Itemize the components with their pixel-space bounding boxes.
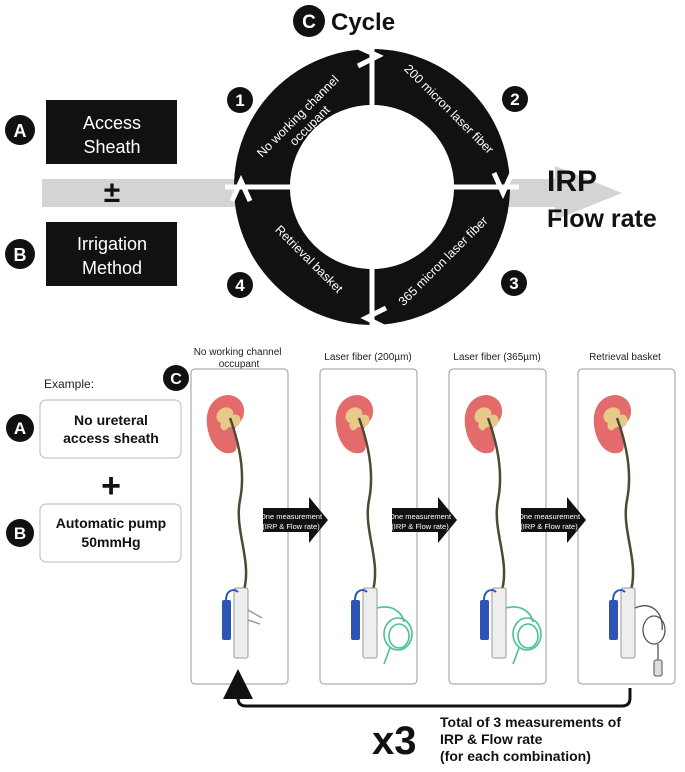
green-laser-fiber-coil	[505, 606, 542, 665]
svg-text:(IRP & Flow rate): (IRP & Flow rate)	[391, 522, 449, 531]
svg-text:C: C	[302, 12, 316, 33]
panel-1-caption: No working channel occupant	[194, 347, 285, 370]
panel-1	[190, 368, 289, 685]
outcome-irp: IRP	[547, 165, 597, 198]
measurement-arrow-2: One measurement (IRP & Flow rate)	[389, 497, 457, 543]
example-a: A No ureteral access sheath	[6, 399, 182, 459]
svg-text:Cycle: Cycle	[331, 9, 395, 36]
ureteroscope-illustration	[351, 587, 378, 659]
panel-4	[577, 368, 676, 685]
ureteroscope-illustration	[609, 587, 636, 659]
svg-text:Automatic pump: Automatic pump	[56, 515, 166, 531]
svg-text:1: 1	[235, 91, 244, 110]
svg-text:4: 4	[235, 276, 245, 295]
factor-a-access-sheath: A Access Sheath	[5, 100, 177, 164]
ureteroscope-illustration	[222, 587, 263, 659]
segment-2-number-badge: 2	[502, 86, 528, 112]
segment-4-number-badge: 4	[227, 272, 253, 298]
svg-text:Method: Method	[82, 258, 142, 278]
example-label: Example:	[44, 377, 94, 391]
ureteroscope-illustration	[480, 587, 507, 659]
plus-minus-sign: ±	[104, 176, 120, 209]
svg-text:50mmHg: 50mmHg	[81, 534, 140, 550]
cycle-ring	[225, 40, 519, 334]
svg-text:Sheath: Sheath	[83, 137, 140, 157]
measurement-arrow-1: One measurement (IRP & Flow rate)	[260, 497, 328, 543]
svg-text:access sheath: access sheath	[63, 430, 159, 446]
svg-text:A: A	[14, 121, 27, 141]
svg-text:No ureteral: No ureteral	[74, 412, 148, 428]
bottom-cycle-badge: C	[163, 365, 189, 391]
svg-text:A: A	[14, 419, 26, 438]
green-laser-fiber-coil	[376, 606, 413, 665]
svg-text:(IRP & Flow rate): (IRP & Flow rate)	[520, 522, 578, 531]
panel-2-caption: Laser fiber (200µm)	[324, 352, 411, 363]
retrieval-basket-wire	[634, 605, 666, 677]
outcome-flow-rate: Flow rate	[547, 205, 657, 233]
measurement-arrow-3: One measurement (IRP & Flow rate)	[518, 497, 586, 543]
repeat-loop-arrow	[223, 669, 632, 708]
svg-text:One measurement: One measurement	[389, 512, 452, 521]
svg-text:One measurement: One measurement	[260, 512, 323, 521]
segment-3-number-badge: 3	[501, 270, 527, 296]
svg-text:2: 2	[510, 90, 519, 109]
cycle-title: C Cycle	[293, 5, 395, 37]
svg-text:(IRP & Flow rate): (IRP & Flow rate)	[262, 522, 320, 531]
factor-b-irrigation-method: B Irrigation Method	[5, 222, 177, 286]
svg-text:B: B	[14, 524, 26, 543]
repeat-multiplier: x3	[372, 719, 417, 763]
svg-text:Access: Access	[83, 113, 141, 133]
repeat-description: Total of 3 measurements of IRP & Flow ra…	[440, 714, 625, 764]
segment-1-number-badge: 1	[227, 87, 253, 113]
svg-text:C: C	[170, 371, 182, 388]
svg-text:3: 3	[509, 274, 518, 293]
panel-4-caption: Retrieval basket	[589, 352, 661, 363]
plus-sign: +	[101, 467, 121, 505]
example-b: B Automatic pump 50mmHg	[6, 503, 182, 563]
svg-text:Irrigation: Irrigation	[77, 234, 147, 254]
svg-text:B: B	[14, 245, 27, 265]
svg-text:One measurement: One measurement	[518, 512, 581, 521]
panel-3-caption: Laser fiber (365µm)	[453, 352, 540, 363]
